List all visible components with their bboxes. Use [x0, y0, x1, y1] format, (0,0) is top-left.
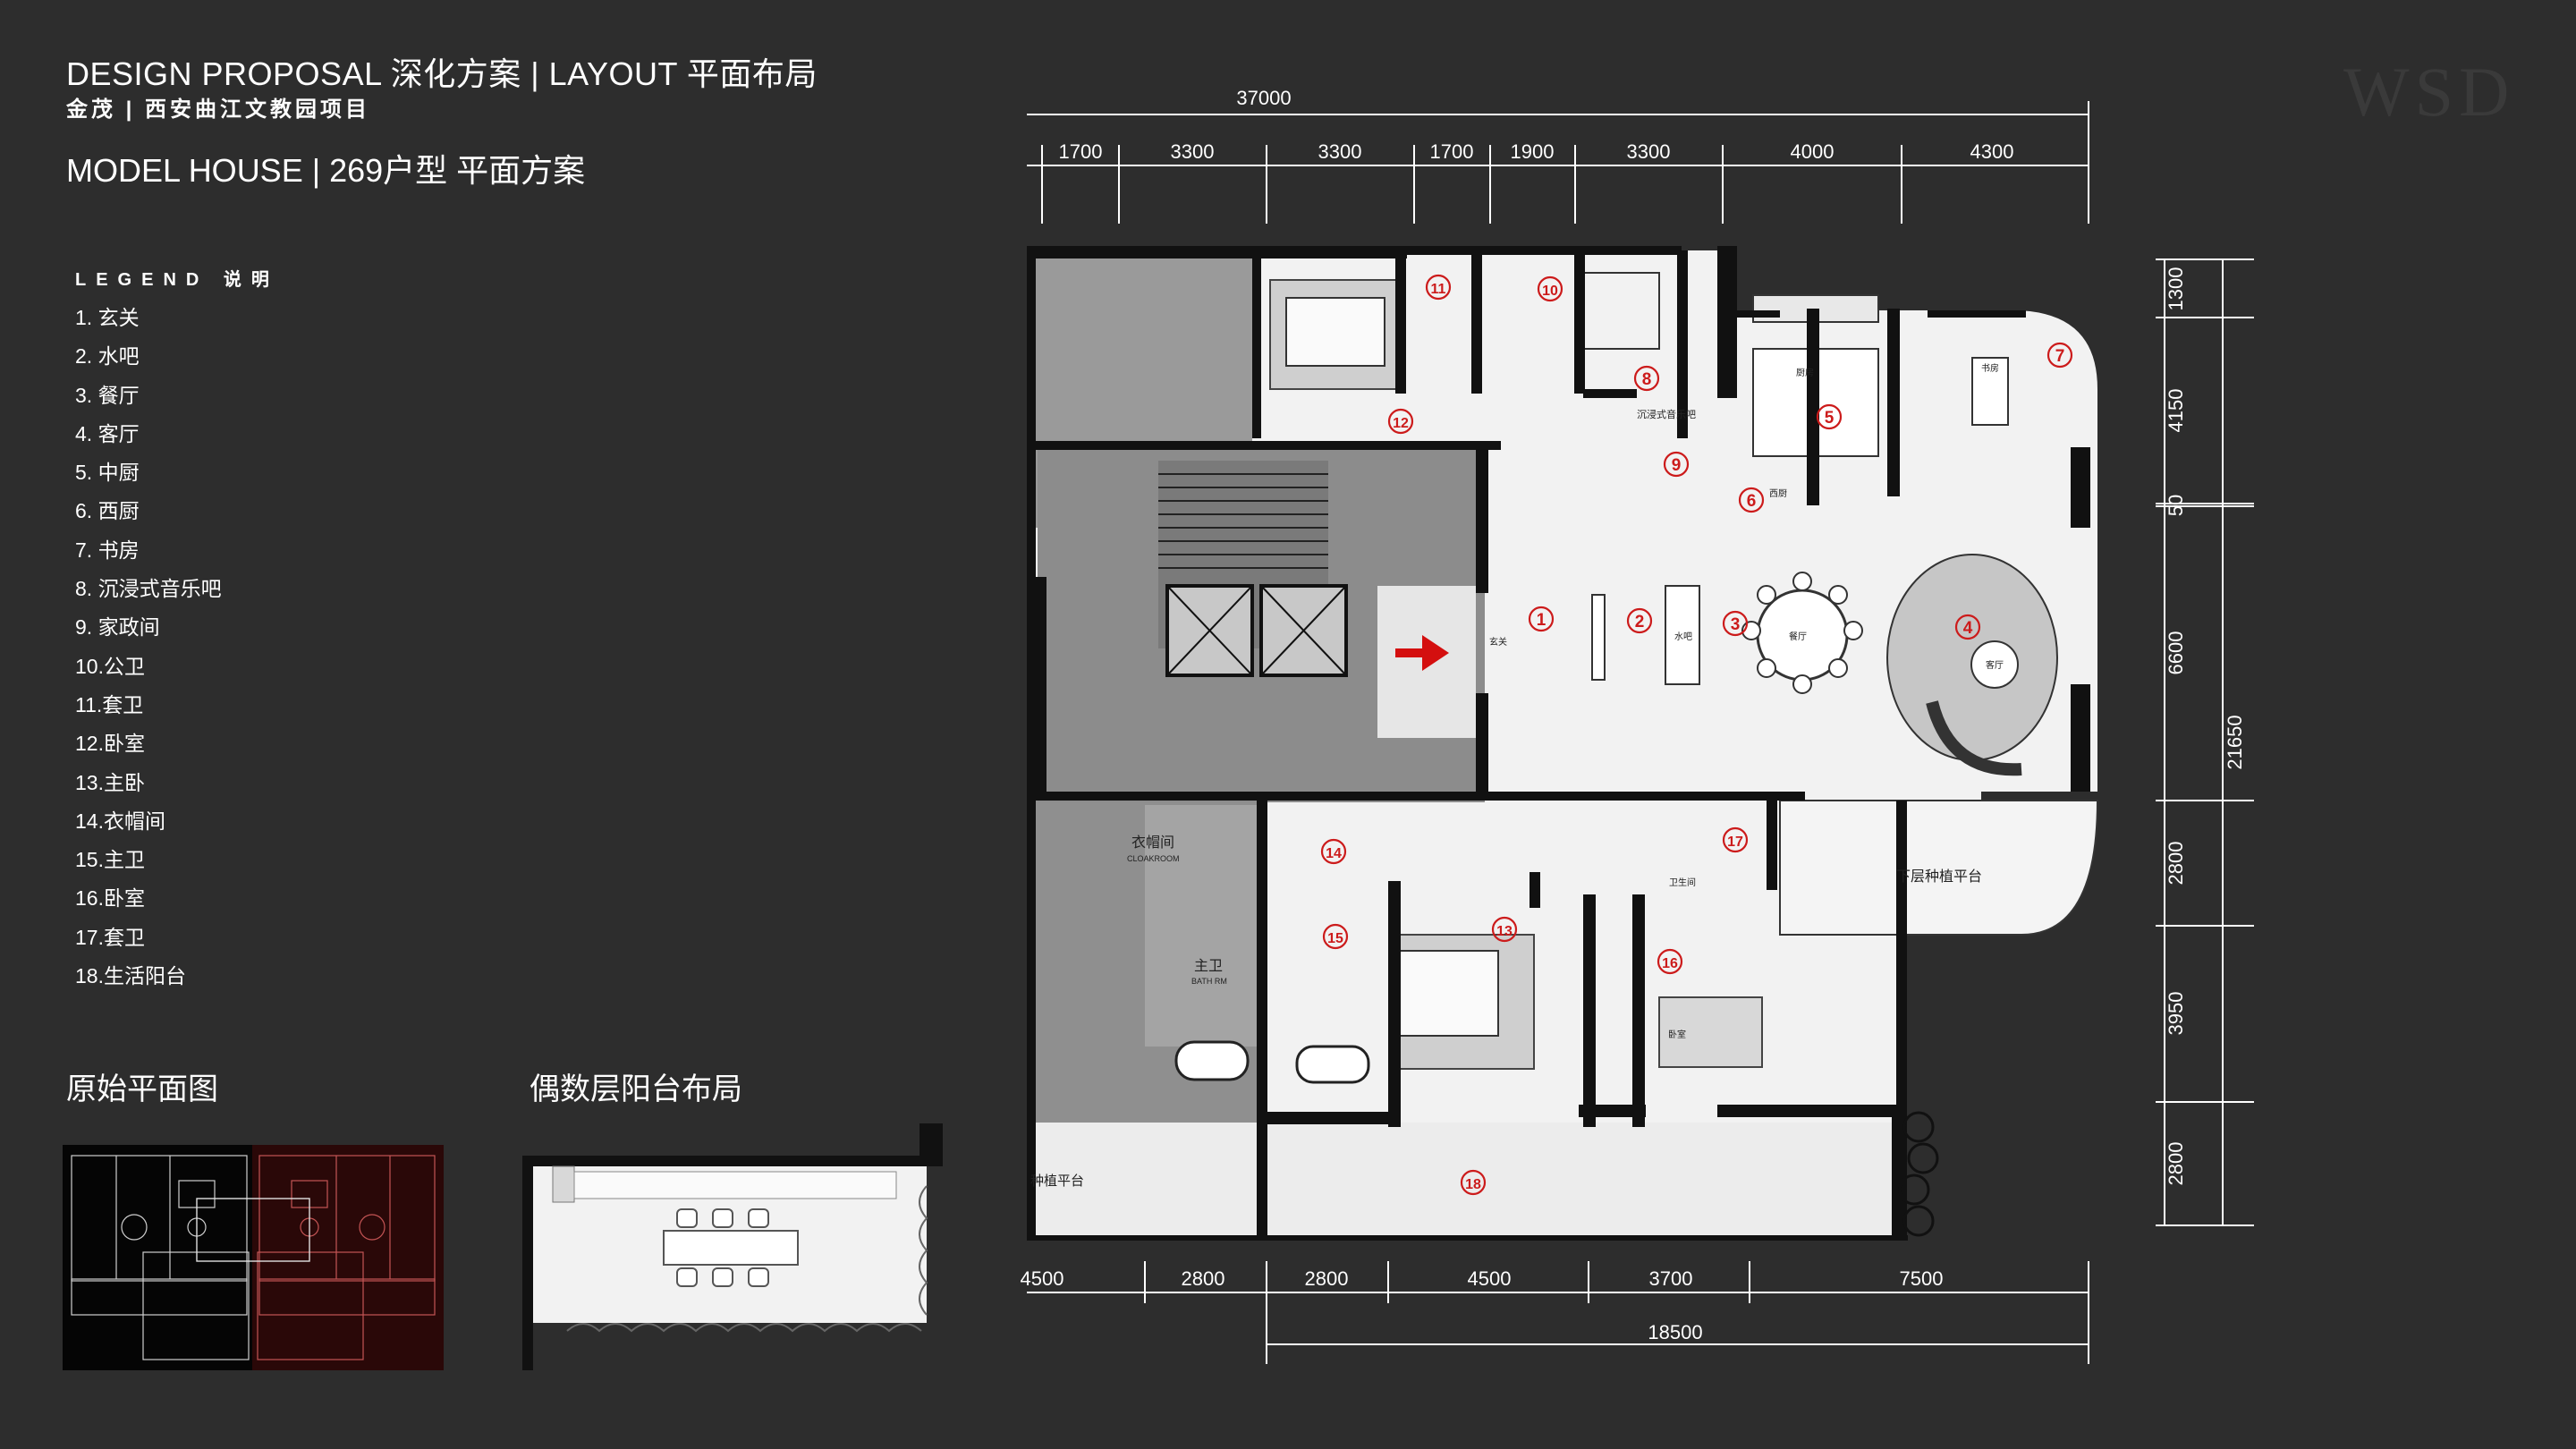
- legend-item: 4. 客厅: [75, 421, 140, 445]
- legend-item: 13.主卧: [75, 770, 145, 794]
- bottom-dimension: 7500: [1900, 1267, 1944, 1290]
- original-plan-title: 原始平面图: [66, 1072, 218, 1106]
- room-marker: 13: [1496, 924, 1513, 939]
- bottom-total-dimension: 18500: [1648, 1321, 1702, 1343]
- music-bar-label: 沉浸式音乐吧: [1637, 408, 1696, 420]
- top-dimension: 3300: [1171, 140, 1215, 163]
- top-dimension-lines: [1027, 101, 2089, 224]
- top-dimension: 3300: [1627, 140, 1671, 163]
- room-marker: 11: [1431, 282, 1446, 297]
- room-marker: 2: [1635, 613, 1645, 631]
- legend-item: 1. 玄关: [75, 306, 140, 329]
- entry-arrow-icon: [1395, 635, 1449, 671]
- room-marker: 7: [2055, 347, 2065, 366]
- legend-item: 6. 西厨: [75, 499, 140, 523]
- right-dimension: 1300: [2165, 267, 2187, 311]
- legend-item: 17.套卫: [75, 925, 145, 949]
- room-marker: 10: [1542, 284, 1558, 299]
- master-bath-label: 主卫: [1194, 958, 1223, 974]
- living-label: 客厅: [1986, 659, 2004, 671]
- room-marker: 16: [1662, 956, 1678, 971]
- legend-item: 3. 餐厅: [75, 383, 140, 407]
- room-marker: 12: [1393, 416, 1409, 431]
- room-marker: 4: [1963, 619, 1973, 638]
- dining-label: 餐厅: [1789, 631, 1807, 642]
- study-label: 书房: [1981, 362, 1999, 374]
- room-marker: 17: [1727, 835, 1743, 850]
- right-dimension: 2800: [2165, 842, 2187, 886]
- bath-label: 卫生间: [1669, 877, 1696, 888]
- bottom-dimension: 4500: [1021, 1267, 1064, 1290]
- plan-body: 衣帽间 CLOAKROOM 主卫 BATH RM 下层种植平台 种植平台 沉浸式…: [1027, 246, 2099, 1241]
- western-kitchen-label: 西厨: [1769, 488, 1787, 499]
- room-marker: 1: [1537, 611, 1546, 630]
- even-floor-balcony-title: 偶数层阳台布局: [530, 1072, 742, 1106]
- watermark-logo: WSD: [2343, 53, 2515, 131]
- bottom-dimension: 2800: [1182, 1267, 1225, 1290]
- room-marker: 8: [1642, 370, 1652, 389]
- right-dimension: 50: [2165, 495, 2187, 516]
- room-marker: 15: [1327, 931, 1343, 946]
- legend-item: 16.卧室: [75, 886, 145, 911]
- header-title: DESIGN PROPOSAL 深化方案 | LAYOUT 平面布局: [66, 55, 818, 92]
- entry-label: 玄关: [1489, 636, 1507, 648]
- top-dimension: 1900: [1511, 140, 1555, 163]
- top-dimension: 3300: [1318, 140, 1362, 163]
- lower-planting-label: 下层种植平台: [1896, 869, 1982, 885]
- legend-item: 14.衣帽间: [75, 809, 165, 833]
- floor-plan: 37000 1700 3300 3300 1700 1900 3300 4000…: [1021, 87, 2254, 1364]
- right-dimension: 4150: [2165, 389, 2187, 433]
- legend-item: 7. 书房: [75, 538, 140, 562]
- legend-item: 8. 沉浸式音乐吧: [75, 577, 222, 601]
- right-dimension: 3950: [2165, 992, 2187, 1036]
- project-name: 金茂 | 西安曲江文教园项目: [66, 97, 371, 122]
- model-title: MODEL HOUSE | 269户型 平面方案: [66, 152, 586, 189]
- top-dimension: 4000: [1791, 140, 1835, 163]
- room-marker: 9: [1672, 456, 1682, 475]
- right-dimension-lines: [2156, 258, 2254, 1226]
- bottom-dimension: 4500: [1468, 1267, 1512, 1290]
- bottom-dimension-lines: [1027, 1261, 2089, 1364]
- top-dimension: 1700: [1430, 140, 1474, 163]
- master-bath-label-en: BATH RM: [1191, 977, 1227, 986]
- top-dimension: 1700: [1059, 140, 1103, 163]
- legend-item: 18.生活阳台: [75, 964, 186, 988]
- legend-list: 1. 玄关 2. 水吧 3. 餐厅 4. 客厅 5. 中厨 6. 西厨 7. 书…: [75, 299, 222, 996]
- cloakroom-label-en: CLOAKROOM: [1127, 854, 1180, 863]
- right-dimension: 2800: [2165, 1142, 2187, 1186]
- legend-item: 12.卧室: [75, 732, 145, 756]
- legend-item: 15.主卫: [75, 848, 145, 872]
- cloakroom-label: 衣帽间: [1131, 835, 1174, 851]
- legend-item: 10.公卫: [75, 654, 145, 678]
- legend-item: 11.套卫: [75, 692, 144, 716]
- water-bar-label: 水吧: [1674, 631, 1692, 642]
- legend-heading: LEGEND 说明: [75, 270, 279, 290]
- top-dimension: 4300: [1970, 140, 2014, 163]
- bottom-dimension: 3700: [1649, 1267, 1693, 1290]
- right-total-dimension: 21650: [2224, 715, 2246, 769]
- legend-item: 5. 中厨: [75, 461, 140, 485]
- original-plan-thumbnail: [63, 1145, 444, 1370]
- even-floor-balcony-thumbnail: [522, 1123, 943, 1370]
- room-marker: 14: [1326, 846, 1342, 861]
- kitchen-label: 厨房: [1796, 367, 1814, 378]
- planting-platform-label: 种植平台: [1030, 1174, 1084, 1189]
- right-dimension: 6600: [2165, 631, 2187, 675]
- room-marker: 6: [1747, 492, 1757, 511]
- legend-item: 9. 家政间: [75, 615, 160, 640]
- room-marker: 18: [1465, 1177, 1481, 1192]
- bottom-dimension: 2800: [1305, 1267, 1349, 1290]
- room-marker: 3: [1731, 615, 1741, 634]
- room-marker: 5: [1825, 409, 1835, 428]
- bedroom-label: 卧室: [1668, 1029, 1686, 1040]
- top-total-dimension: 37000: [1236, 87, 1291, 109]
- legend-item: 2. 水吧: [75, 344, 140, 369]
